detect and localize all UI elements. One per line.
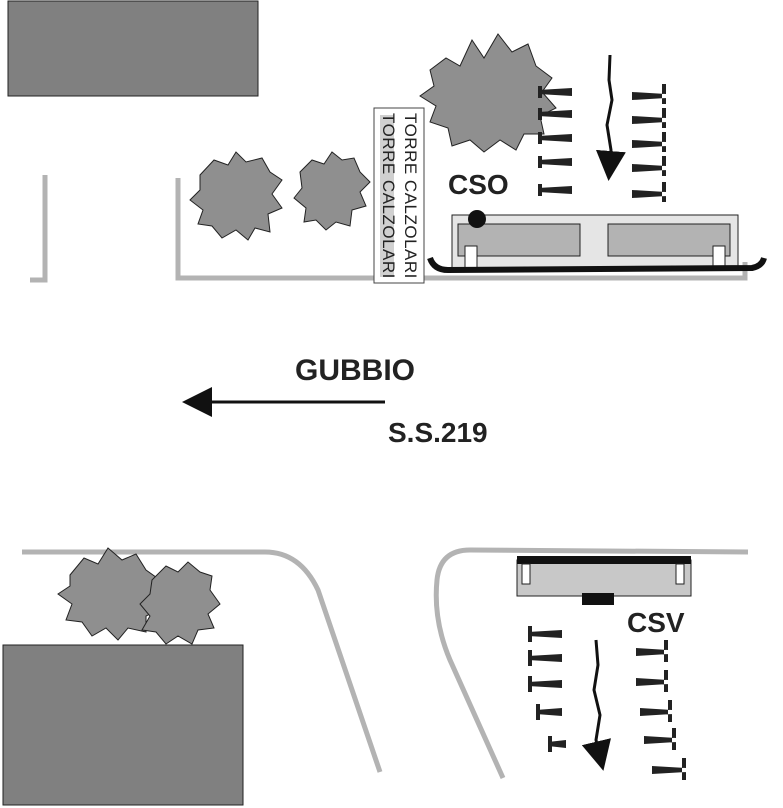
- building-bottom-left: [2, 644, 244, 806]
- tree-icon: [139, 561, 221, 645]
- traffic-cones-bottom-right: [636, 640, 686, 780]
- curb-top-left: [30, 175, 48, 283]
- arrow-down-top: [595, 54, 626, 181]
- arrow-down-bottom: [581, 639, 611, 771]
- traffic-cones-bottom-left: [528, 626, 566, 752]
- tree-icon: [293, 151, 371, 231]
- traffic-cones-top-left: [538, 86, 572, 196]
- tree-icon: [419, 33, 557, 153]
- torre-calzolari-sign: TORRE CALZOLARI TORRE CALZOLARI: [373, 107, 425, 284]
- platform-csv: [516, 556, 692, 605]
- platform-cso: [427, 210, 767, 274]
- curb-bottom-right: [433, 547, 749, 780]
- tree-icon: [189, 151, 283, 241]
- sign-line-1: TORRE CALZOLARI: [379, 113, 398, 279]
- label-csv: CSV: [627, 607, 685, 638]
- building-top-left: [7, 0, 259, 97]
- label-cso: CSO: [448, 169, 509, 200]
- curb-bottom-left: [22, 549, 383, 773]
- sign-line-2: TORRE CALZOLARI: [401, 113, 420, 279]
- traffic-cones-top-right: [632, 84, 666, 202]
- label-road: S.S.219: [388, 417, 488, 448]
- label-gubbio: GUBBIO: [295, 354, 415, 387]
- cso-marker: [468, 210, 486, 228]
